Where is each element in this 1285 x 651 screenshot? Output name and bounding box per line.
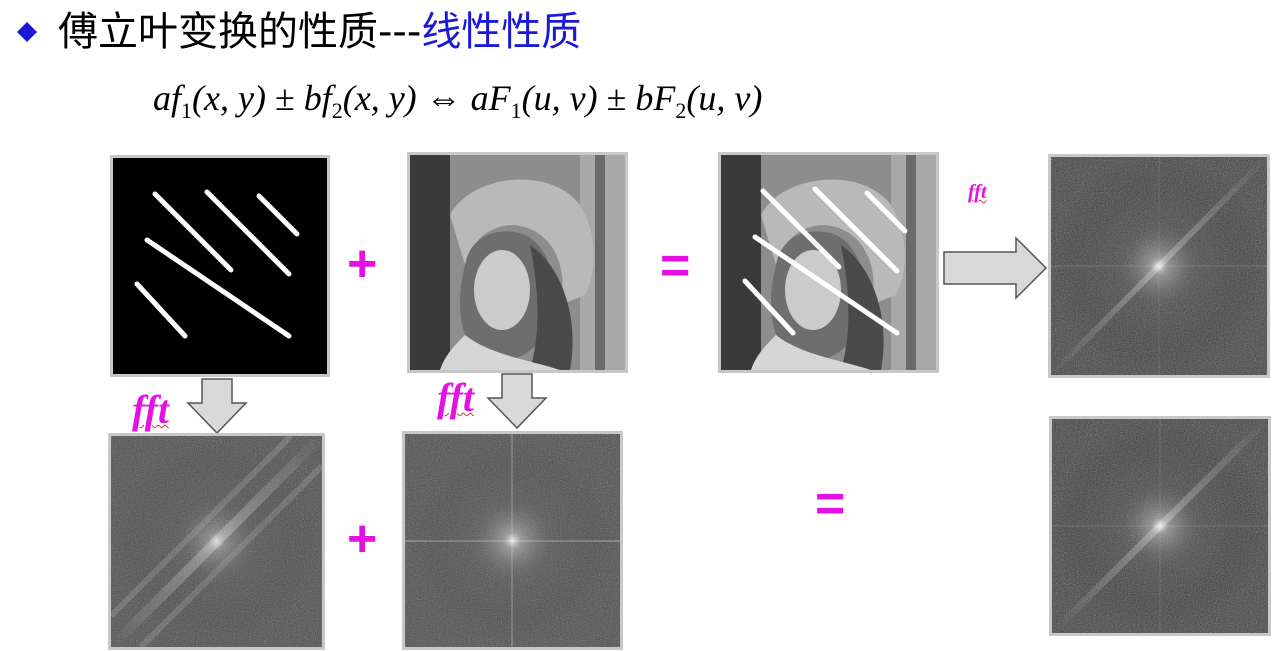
page-title: 傅立叶变换的性质---线性性质 (58, 4, 581, 60)
spectrum-photo (402, 431, 623, 650)
linearity-formula: af1(x, y) ± bf2(x, y) ⇔ aF1(u, v) ± bF2(… (153, 72, 762, 137)
formula-term-a: af (153, 78, 182, 118)
formula-args: (x, y) (192, 78, 266, 118)
down-arrow-icon (186, 378, 248, 435)
formula-plusminus: ± (606, 78, 627, 118)
formula-term-a: aF (470, 78, 511, 118)
fft-label-left: fft (132, 387, 170, 432)
formula-sub: 2 (331, 98, 343, 124)
fft-label-right: fft (968, 181, 987, 203)
plus-operator: + (347, 235, 378, 293)
spectrum-lines (108, 433, 325, 650)
spectrum-sum (1049, 416, 1271, 636)
title-highlight: 线性性质 (421, 9, 582, 55)
down-arrow-icon (486, 373, 548, 430)
equals-operator: = (660, 237, 691, 295)
spectrum-combined (1048, 154, 1270, 378)
formula-sub: 2 (675, 98, 687, 124)
diamond-bullet-icon (17, 22, 37, 42)
fft-label-middle: fft (437, 375, 475, 420)
formula-sub: 1 (181, 98, 193, 124)
formula-term-b: bF (635, 78, 676, 118)
formula-args: (x, y) (342, 78, 417, 118)
formula-term-b: bf (303, 78, 332, 118)
plus-operator: + (347, 510, 378, 568)
right-arrow-icon (943, 236, 1048, 300)
title-prefix: 傅立叶变换的性质--- (58, 9, 422, 55)
photo-image (407, 152, 628, 373)
formula-args: (u, v) (686, 78, 763, 118)
formula-iff-symbol: ⇔ (425, 78, 462, 118)
formula-args: (u, v) (521, 78, 598, 118)
formula-sub: 1 (510, 98, 522, 124)
lines-image (110, 155, 330, 377)
equals-operator: = (815, 475, 846, 533)
formula-plusminus: ± (274, 78, 295, 118)
combined-image (718, 152, 939, 373)
